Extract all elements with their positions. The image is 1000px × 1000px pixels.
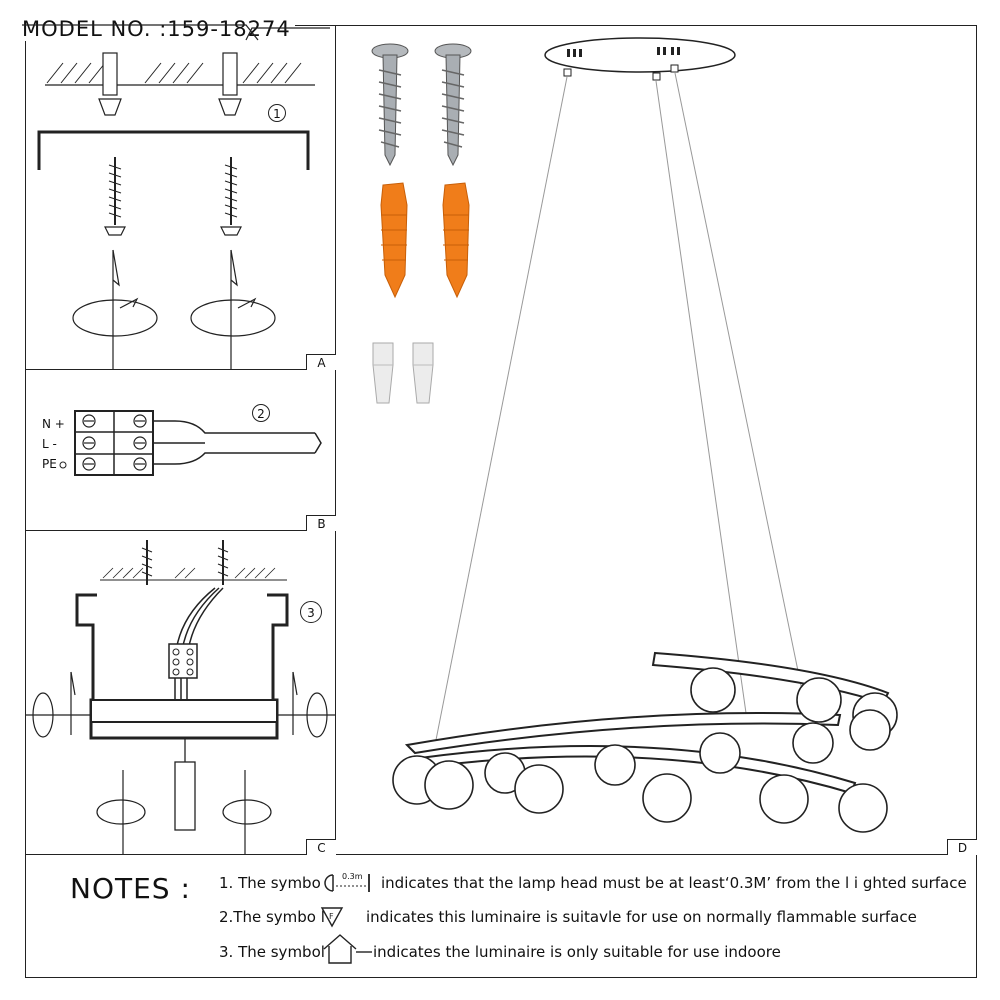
svg-text:F: F <box>329 912 334 921</box>
screw-right <box>220 157 242 236</box>
panel-d-letter: D <box>947 839 977 855</box>
distance-symbol-label: 0.3m <box>342 872 363 881</box>
panel-c-drawing <box>25 540 336 855</box>
note-2-text: indicates this luminaire is suitavle for… <box>366 908 917 926</box>
panel-b-letter: B <box>306 515 336 531</box>
flammable-surface-icon: F <box>320 907 344 928</box>
screw-left <box>104 157 126 236</box>
terminal-label-pe: PE <box>42 457 57 471</box>
notes-title: NOTES : <box>70 872 191 905</box>
panel-a-letter: A <box>306 354 336 370</box>
model-tab-outline <box>22 24 330 41</box>
wall-anchor-2 <box>442 182 470 299</box>
rotate-arrow-right <box>190 249 276 370</box>
step-3-marker: 3 <box>300 601 322 623</box>
note-3-text: indicates the luminaire is only suitable… <box>373 943 781 961</box>
step-2-marker: 2 <box>252 404 270 422</box>
notes-frame <box>25 854 977 978</box>
step-1-marker: 1 <box>268 104 286 122</box>
wire-connector-2 <box>412 342 434 404</box>
terminal-block <box>59 410 322 476</box>
hardware-parts <box>371 37 898 833</box>
note-1-text: indicates that the lamp head must be at … <box>381 874 967 892</box>
rotate-arrow-left <box>72 249 158 370</box>
rotate-arrow-side-right <box>277 671 336 738</box>
rotate-arrow-side-left <box>25 671 91 738</box>
globe-bulbs <box>392 667 898 833</box>
wall-anchor-1 <box>380 182 408 299</box>
wire-connector-1 <box>372 342 394 404</box>
rotate-arrow-bottom-right <box>222 770 272 855</box>
rotate-arrow-bottom-left <box>96 770 146 855</box>
terminal-label-n: N + <box>42 417 65 431</box>
panel-a-drawing <box>37 52 315 370</box>
distance-symbol-icon <box>324 874 370 892</box>
screw-part-2 <box>434 43 472 167</box>
ceiling-canopy <box>544 37 736 81</box>
panel-c-letter: C <box>306 839 336 855</box>
note-1-prefix: 1. The symbo <box>219 874 321 892</box>
wall-plug-left <box>98 52 122 116</box>
note-3-prefix: 3. The symbol <box>219 943 325 961</box>
model-number: MODEL NO. :159-18274 <box>22 17 295 41</box>
mount-screws <box>141 540 229 585</box>
screw-part-1 <box>371 43 409 167</box>
wall-plug-right <box>218 52 242 116</box>
note-2-prefix: 2.The symbo l <box>219 908 325 926</box>
indoor-house-icon <box>323 934 372 964</box>
terminal-label-l: L - <box>42 437 57 451</box>
